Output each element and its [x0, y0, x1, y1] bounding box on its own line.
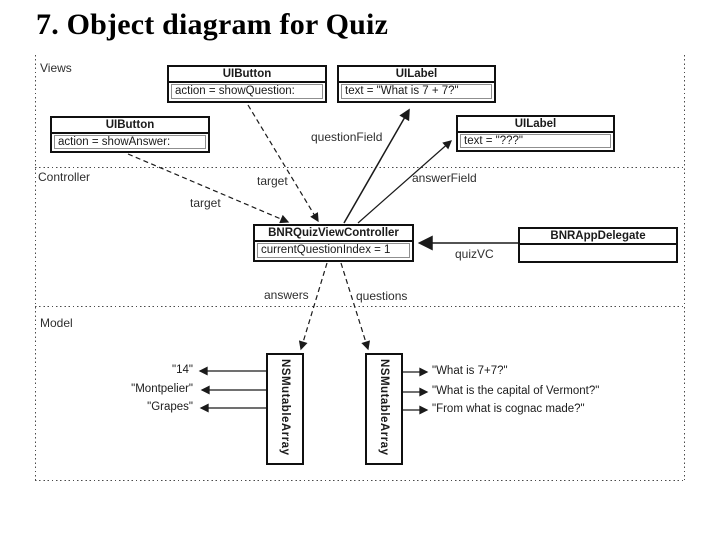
label-quiz-vc: quizVC [455, 247, 494, 261]
object-class-name: NSMutableArray [279, 359, 291, 456]
object-box-app-delegate: BNRAppDelegate [518, 227, 678, 263]
object-class-name: BNRAppDelegate [520, 229, 676, 245]
section-label-views: Views [40, 61, 72, 75]
object-class-name: UILabel [458, 117, 613, 133]
arrow-target-from-show-answer-button [127, 153, 290, 224]
object-box-uilabel-answer: UILabel text = "???" [456, 115, 615, 152]
label-questions: questions [356, 289, 408, 303]
answer-item-string: "14" [172, 364, 193, 376]
object-box-uilabel-question: UILabel text = "What is 7 + 7?" [337, 65, 496, 103]
object-box-quiz-view-controller: BNRQuizViewController currentQuestionInd… [253, 224, 414, 262]
controller-model-separator [35, 306, 684, 307]
answer-item-string: "Montpelier" [131, 383, 193, 395]
object-class-name: BNRQuizViewController [255, 226, 412, 242]
object-attribute: text = "What is 7 + 7?" [341, 84, 492, 99]
section-label-controller: Controller [38, 170, 91, 184]
frame-right-border [684, 55, 685, 480]
object-box-questions-array: NSMutableArray [365, 353, 403, 465]
object-class-name: UIButton [52, 118, 208, 134]
frame-left-border [35, 55, 36, 480]
object-box-answers-array: NSMutableArray [266, 353, 304, 465]
object-attribute: currentQuestionIndex = 1 [257, 243, 410, 258]
object-class-name: UILabel [339, 67, 494, 83]
answer-item-string: "Grapes" [147, 401, 193, 413]
object-attribute: text = "???" [460, 134, 611, 148]
label-target-upper: target [257, 174, 288, 188]
question-item-string: "What is 7+7?" [432, 365, 508, 377]
question-item-string: "What is the capital of Vermont?" [432, 385, 600, 397]
section-label-model: Model [40, 316, 73, 330]
views-controller-separator [35, 167, 684, 168]
label-question-field: questionField [311, 130, 383, 144]
object-class-name: UIButton [169, 67, 325, 83]
object-class-name: NSMutableArray [378, 359, 390, 456]
label-answers: answers [264, 288, 309, 302]
frame-bottom-border [35, 480, 684, 481]
object-box-uibutton-show-answer: UIButton action = showAnswer: [50, 116, 210, 153]
arrow-target-from-show-question-button [247, 104, 319, 223]
label-answer-field: answerField [412, 171, 477, 185]
label-target-lower: target [190, 196, 221, 210]
object-attribute [522, 246, 674, 259]
page-title: 7. Object diagram for Quiz [36, 8, 389, 41]
object-box-uibutton-show-question: UIButton action = showQuestion: [167, 65, 327, 103]
question-item-string: "From what is cognac made?" [432, 403, 585, 415]
object-attribute: action = showAnswer: [54, 135, 206, 149]
object-attribute: action = showQuestion: [171, 84, 323, 99]
